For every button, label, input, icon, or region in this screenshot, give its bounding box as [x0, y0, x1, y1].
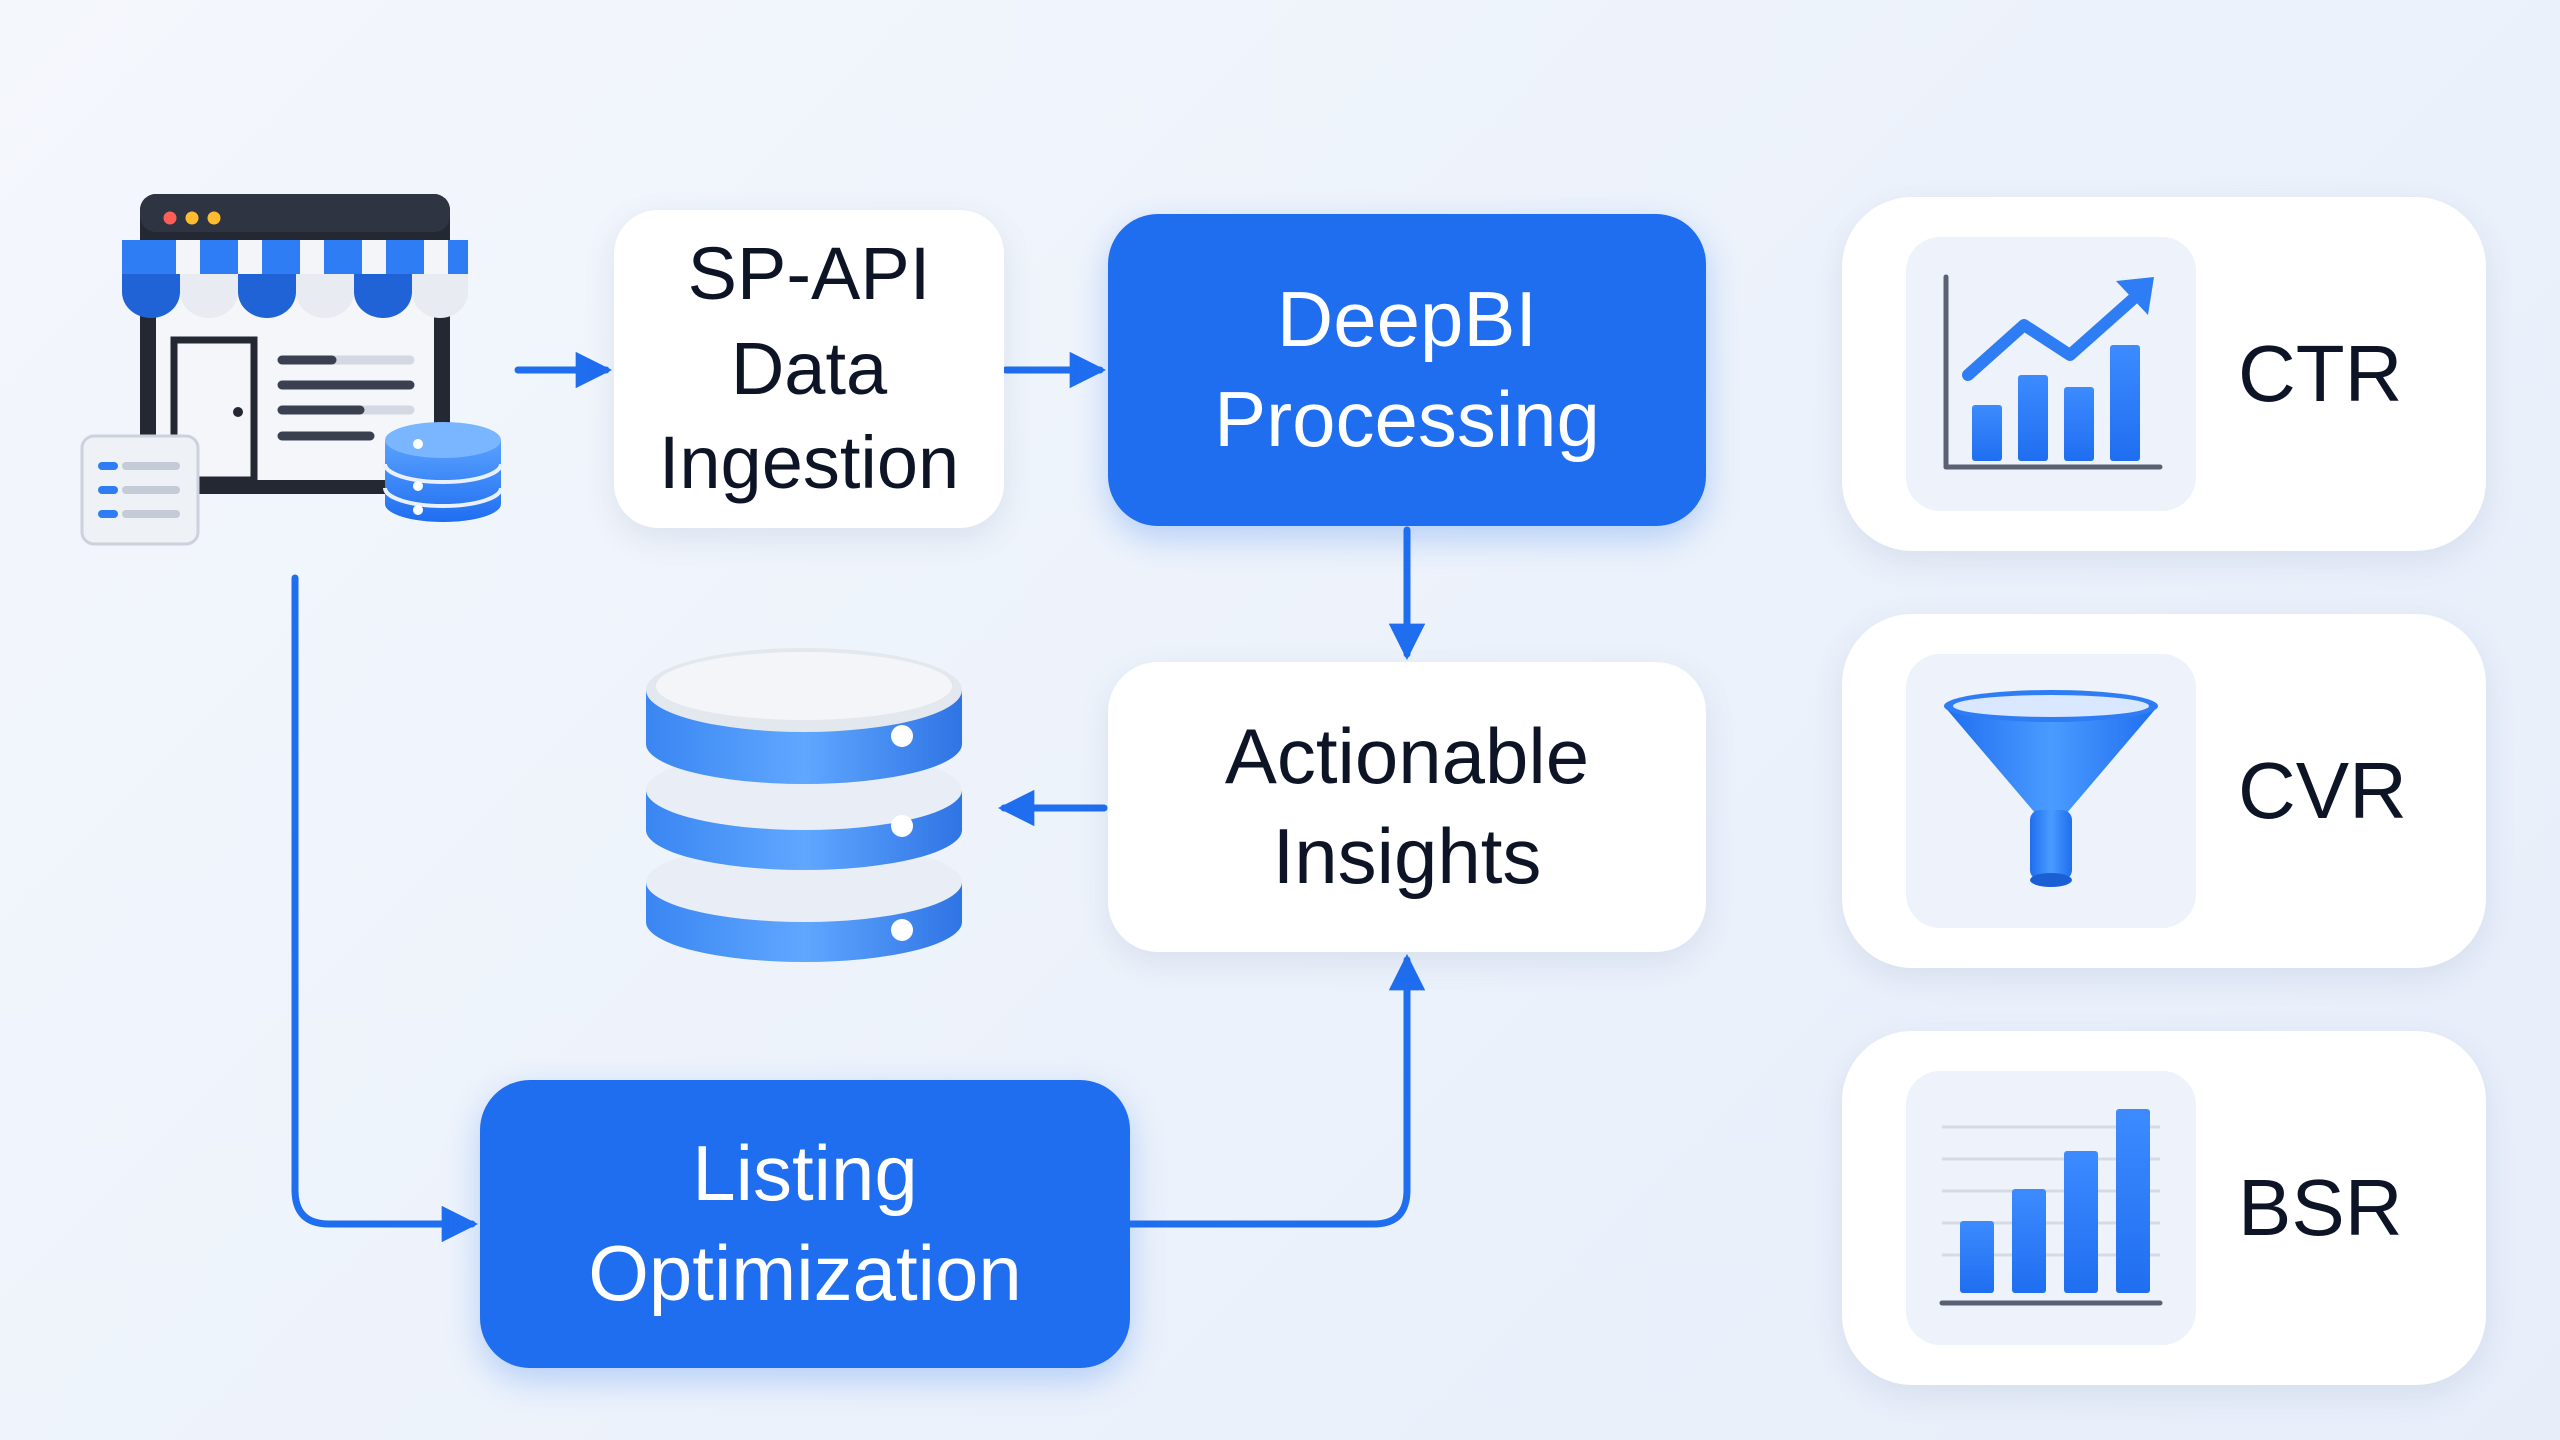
bar-chart-icon — [1939, 1109, 2163, 1306]
storefront-icon — [80, 194, 503, 546]
icon-tile — [1906, 237, 2196, 511]
metric-card-ctr: CTR — [1842, 197, 2486, 551]
metric-label-ctr: CTR — [2238, 329, 2403, 418]
sp-api-data-ingestion-node: SP-API Data Ingestion — [614, 210, 1004, 528]
actionable-insights-node: Actionable Insights — [1108, 662, 1706, 952]
icon-tile — [1906, 654, 2196, 928]
metric-label-bsr: BSR — [2238, 1163, 2403, 1252]
funnel-icon — [1944, 690, 2158, 887]
database-icon — [646, 648, 962, 962]
metric-label-cvr: CVR — [2238, 746, 2407, 835]
arrow-listing-to-insights — [1126, 953, 1426, 1228]
metric-card-bsr: BSR — [1842, 1031, 2486, 1385]
line-bar-chart-icon — [1943, 274, 2163, 470]
listing-optimization-node: Listing Optimization — [480, 1080, 1130, 1368]
icon-tile — [1906, 1071, 2196, 1345]
arrow-store-to-listing — [291, 574, 479, 1243]
metric-card-cvr: CVR — [1842, 614, 2486, 968]
deepbi-processing-node: DeepBI Processing — [1108, 214, 1706, 526]
